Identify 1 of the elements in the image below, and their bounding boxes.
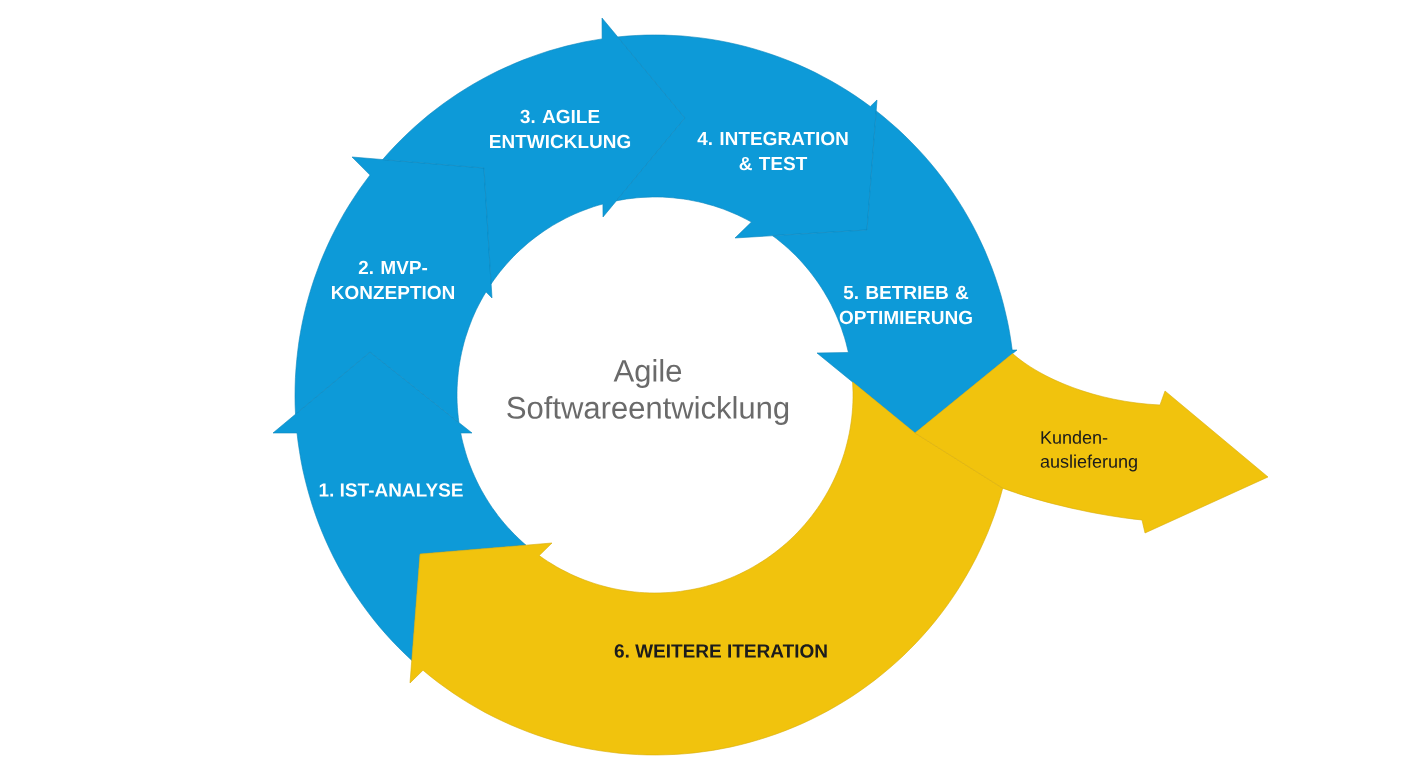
arrow-segment: 2. MVP- KONZEPTION [294,156,493,423]
